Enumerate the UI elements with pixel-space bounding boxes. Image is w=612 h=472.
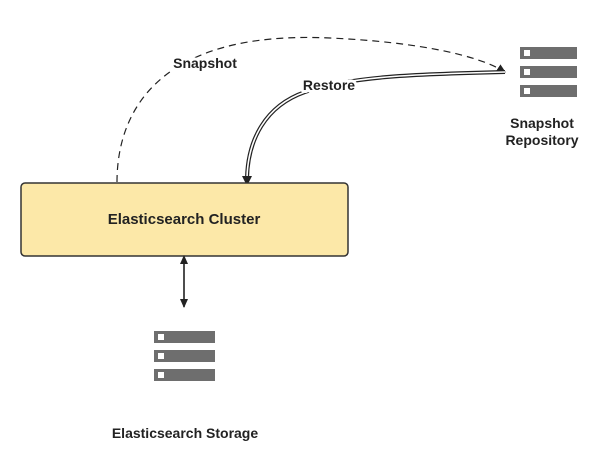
server-stack-icon [154, 331, 215, 381]
storage-node: Elasticsearch Storage [112, 331, 259, 441]
snapshot-edge: Snapshot [116, 36, 506, 183]
cluster-label: Elasticsearch Cluster [108, 211, 261, 228]
cluster-node: Elasticsearch Cluster [20, 182, 349, 257]
storage-label: Elasticsearch Storage [112, 425, 259, 441]
restore-arrowhead [242, 176, 252, 186]
snapshot-label: Snapshot [173, 55, 237, 71]
restore-connector-outer [245, 70, 506, 179]
repository-label-line2: Repository [505, 132, 578, 148]
repository-label-line1: Snapshot [510, 115, 574, 131]
restore-label: Restore [303, 77, 355, 93]
snapshot-connector [116, 36, 506, 183]
restore-edge: Restore [242, 70, 506, 186]
server-stack-icon [520, 47, 577, 97]
repository-node: Snapshot Repository [505, 47, 579, 148]
restore-connector-inner [246, 71, 506, 179]
